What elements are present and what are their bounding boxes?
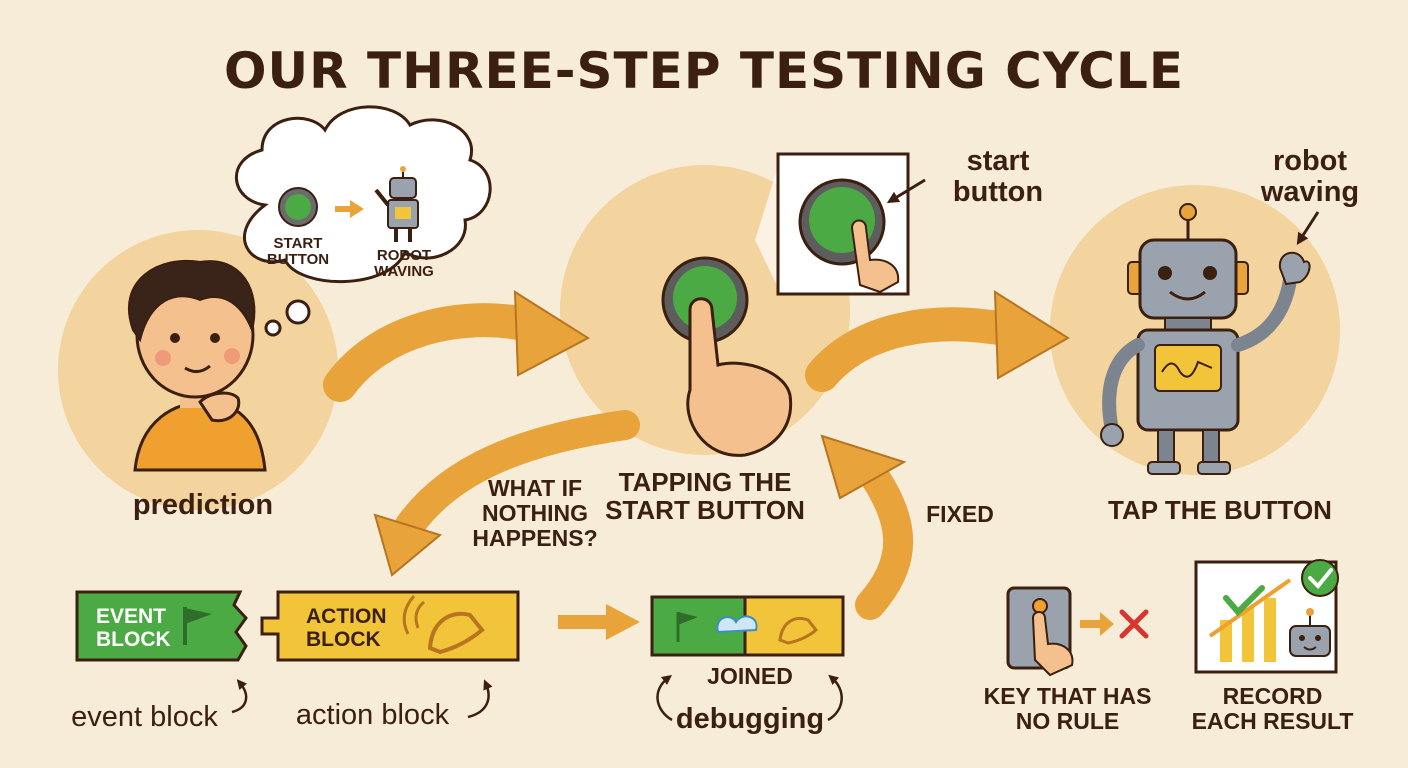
step-prediction-label: prediction <box>132 489 274 521</box>
small-robot-icon <box>374 166 419 242</box>
key-no-rule-illustration <box>1006 586 1149 677</box>
action-block-caption: action block <box>295 699 450 731</box>
finger-pressing-button <box>661 256 793 457</box>
event-block-text: EVENT BLOCK <box>96 605 171 651</box>
robot-waving-illustration <box>1100 203 1320 475</box>
event-block <box>75 590 248 662</box>
arrow-to-joined <box>558 604 640 640</box>
joined-label: JOINED <box>707 663 793 689</box>
action-block-text: ACTION BLOCK <box>306 605 387 651</box>
event-block-caption: event block <box>71 701 218 733</box>
action-block <box>260 590 520 662</box>
joined-block <box>650 595 845 657</box>
arrow-fixed <box>820 434 914 620</box>
what-if-label: WHAT IF NOTHING HAPPENS? <box>472 475 598 551</box>
debugging-label: debugging <box>675 703 825 735</box>
record-result-illustration <box>1194 559 1339 674</box>
thought-start-button-label: START BUTTON <box>266 235 330 269</box>
arrow-what-if <box>373 410 640 577</box>
step-tapping-label: TAPPING THE START BUTTON <box>605 467 805 526</box>
callout-robot-waving: robot waving <box>1260 145 1360 209</box>
arrow-to-tapping <box>323 290 590 402</box>
callout-start-button: start button <box>952 145 1044 209</box>
boy-thinking-illustration <box>127 259 267 472</box>
page-title: OUR THREE-STEP TESTING CYCLE <box>224 42 1184 100</box>
arrow-to-robot <box>805 290 1070 392</box>
thought-bubble <box>234 105 492 337</box>
thought-robot-waving-label: ROBOT WAVING <box>374 247 434 281</box>
fixed-label: FIXED <box>926 501 994 527</box>
start-button-zoom-callout <box>755 152 926 296</box>
step-tap-button-label: TAP THE BUTTON <box>1108 495 1332 525</box>
key-no-rule-label: KEY THAT HAS NO RULE <box>983 683 1152 734</box>
record-result-label: RECORD EACH RESULT <box>1191 683 1354 734</box>
